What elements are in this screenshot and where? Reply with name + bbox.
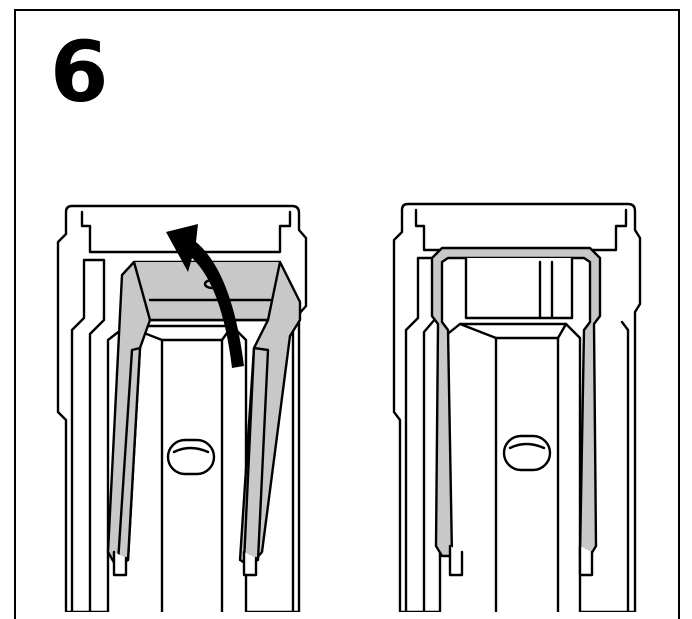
right-oval-slot [502,434,552,472]
left-oval-slot [166,438,216,476]
left-inner-tube-face [160,338,224,612]
right-oval-slot-inner [508,442,546,450]
left-assembly [56,204,308,612]
curved-arrow-icon [166,224,244,368]
right-side-rail-right [620,320,630,612]
right-clip-foot-left [448,544,464,577]
left-clip-foot-left [112,550,128,577]
right-clip-foot-right [578,544,594,577]
right-inner-tube-edge [458,322,498,340]
right-side-rail-left [404,256,438,612]
left-clip-foot-right [242,550,258,577]
right-clip [430,246,602,558]
instruction-panel-frame [14,9,680,619]
right-assembly [392,202,642,612]
left-clip-top-face [132,260,282,322]
right-inner-tube-face [494,336,560,612]
left-oval-slot-inner [172,446,210,454]
right-clip-top-window [464,256,574,320]
right-inner-tube-edge-2 [556,322,568,340]
right-clip-leg [242,346,270,564]
step-number: 6 [50,23,109,121]
left-side-rail [70,258,106,612]
